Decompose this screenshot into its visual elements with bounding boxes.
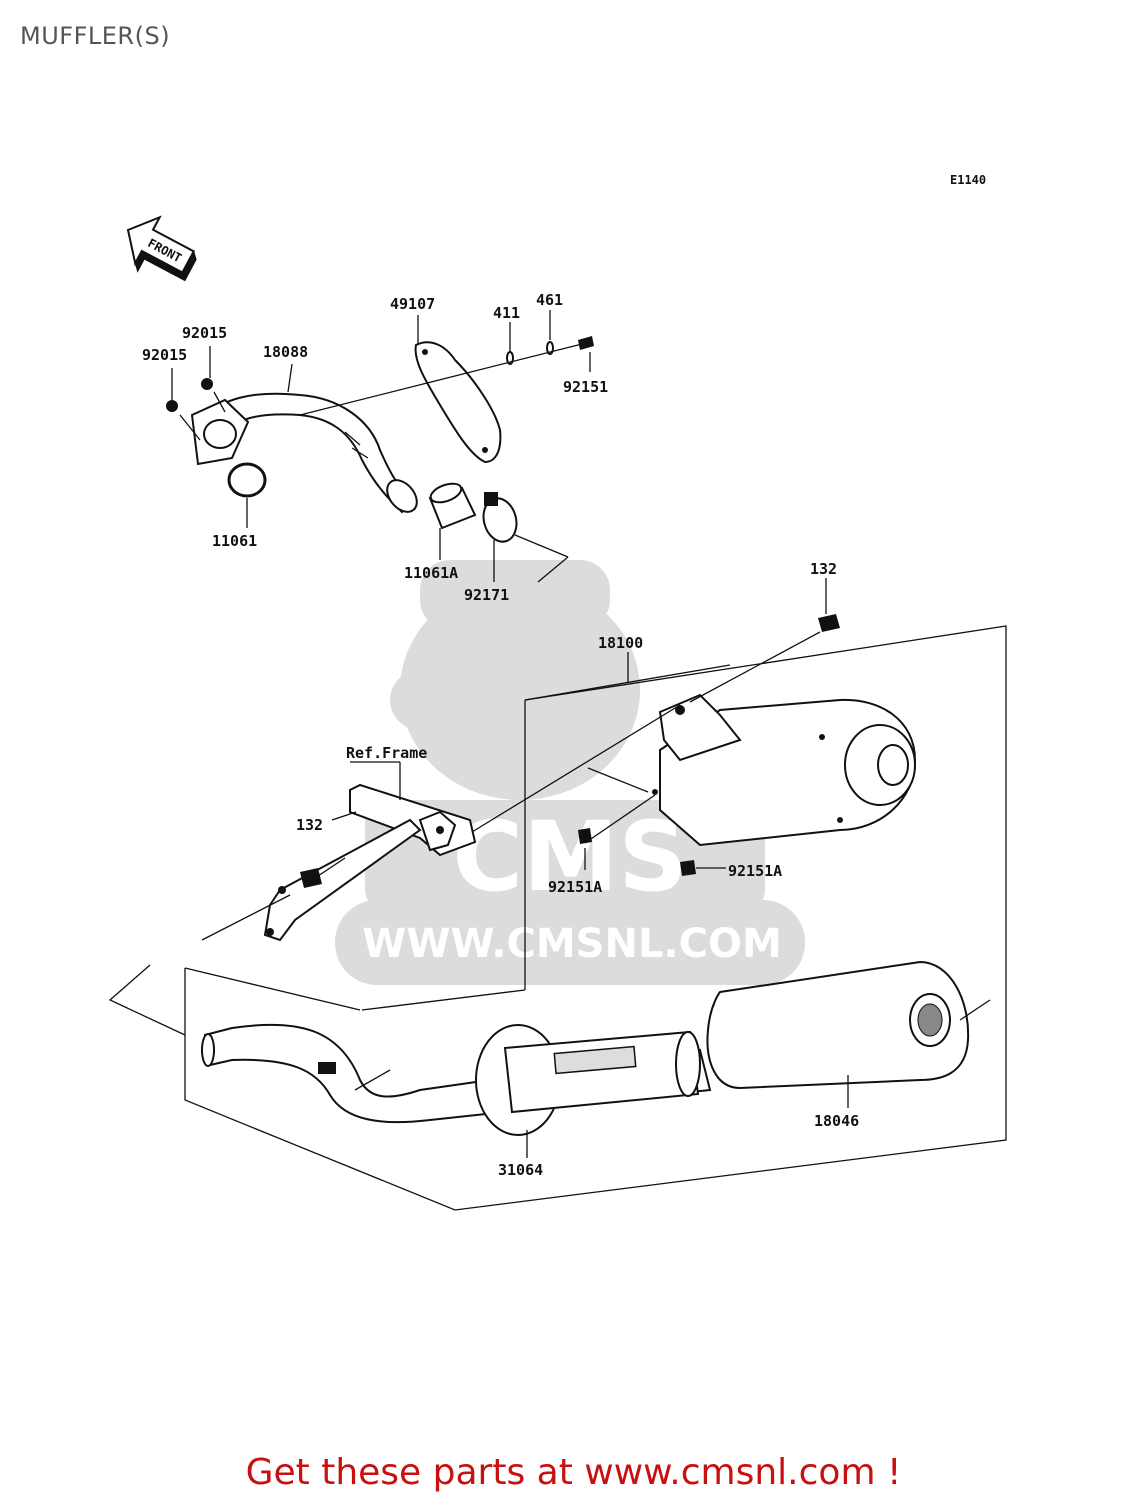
bolt-92151A-b [680, 860, 696, 876]
bolt-132-lower [300, 868, 322, 888]
label-92151A-a: 92151A [548, 878, 602, 896]
label-92015-a: 92015 [142, 346, 187, 364]
nut-92015-b [201, 378, 213, 390]
tailpipe-assembly [201, 960, 970, 1136]
watermark-logo: CMS [452, 801, 687, 913]
label-11061: 11061 [212, 532, 257, 550]
gasket-11061 [227, 462, 267, 498]
label-411: 411 [493, 304, 520, 322]
label-132-lower: 132 [296, 816, 323, 834]
label-49107: 49107 [390, 295, 435, 313]
label-132-upper: 132 [810, 560, 837, 578]
label-18046: 18046 [814, 1112, 859, 1130]
label-11061A: 11061A [404, 564, 458, 582]
collar-461 [546, 341, 554, 355]
ref-frame-label: Ref.Frame [346, 744, 427, 762]
label-92151: 92151 [563, 378, 608, 396]
label-92015-b: 92015 [182, 324, 227, 342]
diagram-code: E1140 [950, 173, 986, 187]
exhaust-pipe-18088 [190, 392, 418, 514]
clamp-92171 [482, 492, 518, 543]
silencer-18100 [578, 614, 917, 876]
label-92171: 92171 [464, 586, 509, 604]
label-31064: 31064 [498, 1161, 543, 1179]
bolt-132-upper [818, 614, 840, 632]
leader-lines-upper [171, 310, 591, 583]
bolt-92151A-a [578, 828, 592, 844]
page-title: MUFFLER(S) [20, 22, 171, 50]
footer-link[interactable]: Get these parts at www.cmsnl.com ! [245, 1452, 902, 1493]
frame-bracket [263, 761, 477, 942]
sleeve-11061A [428, 482, 477, 530]
front-arrow-icon: FRONT [126, 215, 197, 282]
label-18100: 18100 [598, 634, 643, 652]
nut-92015-a [166, 400, 178, 412]
label-461: 461 [536, 291, 563, 309]
label-18088: 18088 [263, 343, 308, 361]
assembly-outline [108, 625, 1007, 1211]
heat-guard-49107 [414, 341, 502, 464]
watermark-text: WWW.CMSNL.COM [362, 921, 782, 967]
label-92151A-b: 92151A [728, 862, 782, 880]
